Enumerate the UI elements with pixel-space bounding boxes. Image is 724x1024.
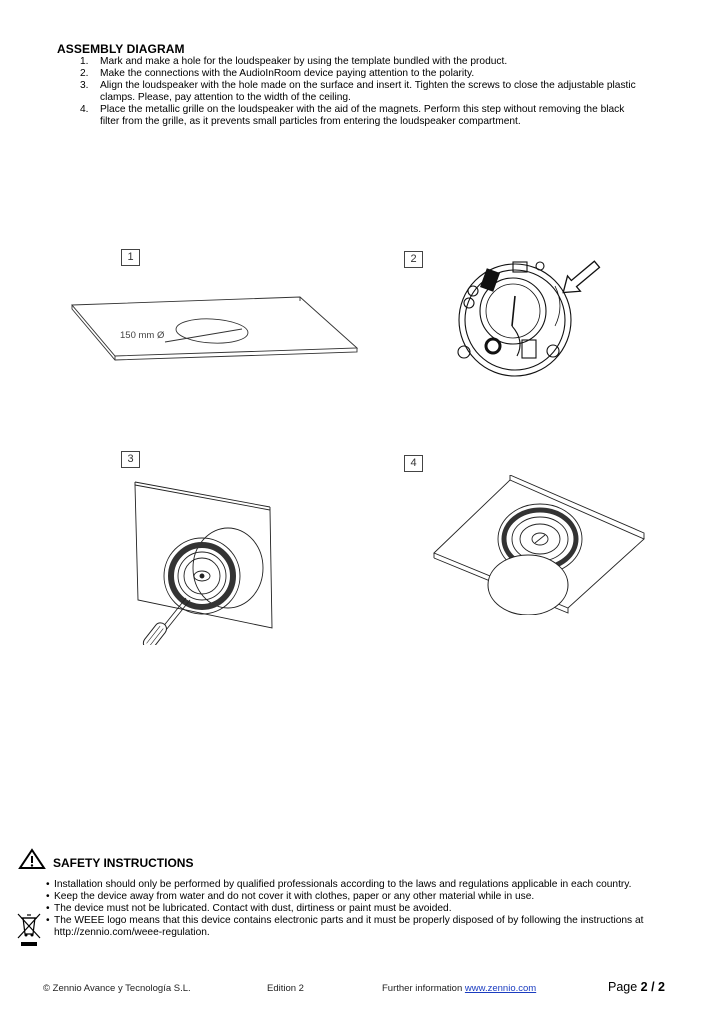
figure-4-label: 4 xyxy=(404,455,423,472)
footer-edition: Edition 2 xyxy=(267,983,304,994)
safety-item: •The WEEE logo means that this device co… xyxy=(46,915,644,926)
grille-magnet-illustration xyxy=(432,475,652,615)
figure-3-label: 3 xyxy=(121,451,140,468)
footer-company: © Zennio Avance y Tecnología S.L. xyxy=(43,983,191,994)
diameter-annotation: 150 mm Ø xyxy=(120,330,165,341)
warning-icon xyxy=(18,848,46,875)
speaker-connections-illustration xyxy=(455,256,605,381)
arrow-icon xyxy=(562,260,601,294)
assembly-title: ASSEMBLY DIAGRAM xyxy=(57,42,185,56)
footer-further-info: Further information www.zennio.com xyxy=(382,983,537,994)
safety-list: •Installation should only be performed b… xyxy=(46,879,706,939)
step-2: 2.Make the connections with the AudioInR… xyxy=(80,68,475,79)
safety-title: SAFETY INSTRUCTIONS xyxy=(53,856,194,870)
assembly-steps: 1.Mark and make a hole for the loudspeak… xyxy=(80,56,690,128)
connector-block-icon xyxy=(480,268,500,292)
safety-item: •The device must not be lubricated. Cont… xyxy=(46,903,452,914)
step-4: 4.Place the metallic grille on the louds… xyxy=(80,104,625,127)
step-1: 1.Mark and make a hole for the loudspeak… xyxy=(80,56,508,67)
screwdriver-icon xyxy=(142,622,167,645)
zennio-link[interactable]: www.zennio.com xyxy=(464,983,537,994)
weee-bin-icon xyxy=(16,912,42,953)
page-number: Page 2 / 2 xyxy=(608,980,665,994)
ceiling-hole-illustration: 150 mm Ø xyxy=(70,295,370,365)
figure-1-label: 1 xyxy=(121,249,140,266)
safety-item: •Keep the device away from water and do … xyxy=(46,891,535,902)
weee-link-line[interactable]: http://zennio.com/weee-regulation. xyxy=(54,927,210,938)
safety-item: •Installation should only be performed b… xyxy=(46,879,632,890)
step-3: 3.Align the loudspeaker with the hole ma… xyxy=(80,80,636,103)
grille-icon xyxy=(487,554,569,615)
speaker-insert-screwdriver-illustration xyxy=(130,480,290,645)
figure-2-label: 2 xyxy=(404,251,423,268)
